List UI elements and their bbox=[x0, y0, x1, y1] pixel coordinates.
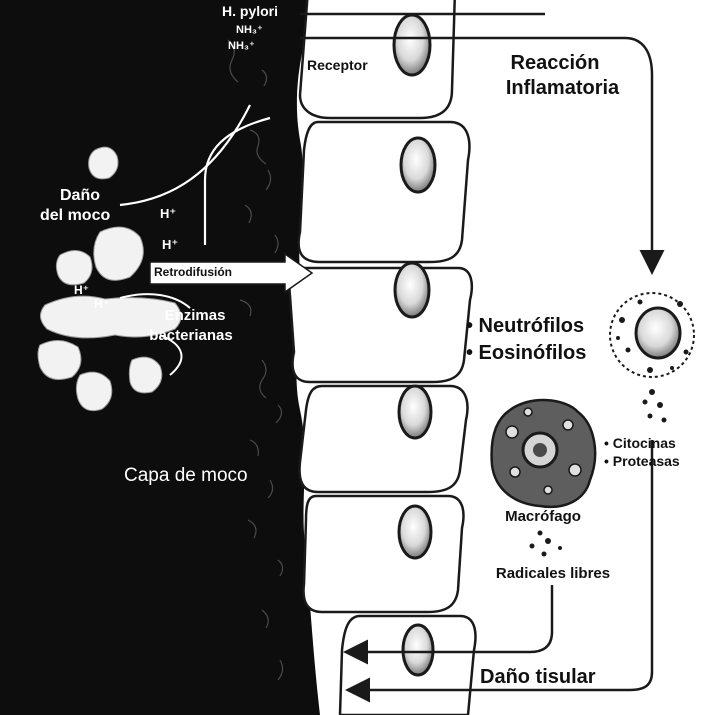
inflammation-label: Inflamatoria bbox=[475, 77, 650, 99]
radical-dots bbox=[530, 531, 563, 557]
proton-label: H⁺ bbox=[160, 207, 176, 221]
mucus-damage-label: Daño bbox=[60, 187, 100, 205]
free-radicals-label: Radicales libres bbox=[478, 566, 628, 583]
eosinophils-label: • Eosinófilos bbox=[466, 342, 586, 364]
tissue-damage-label: Daño tisular bbox=[480, 666, 596, 688]
mucus-layer-label: Capa de moco bbox=[124, 466, 248, 487]
mucus-damage-label: del moco bbox=[40, 207, 110, 225]
epithelial-cells bbox=[289, 0, 475, 715]
ammonia-label: NH₃⁺ bbox=[236, 24, 263, 36]
epithelial-cell-icon bbox=[304, 496, 464, 612]
back-diffusion-label: Retrodifusión bbox=[154, 266, 232, 279]
macrophage-icon bbox=[492, 400, 596, 507]
nucleus-icon bbox=[401, 138, 435, 192]
receptor-label: Receptor bbox=[307, 58, 368, 73]
mediator-dots bbox=[643, 389, 667, 423]
nucleus-icon bbox=[394, 15, 430, 75]
bacterium-icon bbox=[56, 250, 92, 284]
bacterium-icon bbox=[38, 340, 81, 379]
inflammation-label: Reacción bbox=[480, 52, 630, 74]
bacterial-enzymes-label: Enzimas bbox=[140, 308, 250, 325]
nucleus-icon bbox=[399, 506, 431, 558]
nucleus-icon bbox=[403, 625, 433, 675]
proteases-label: • Proteasas bbox=[604, 454, 680, 469]
bacterial-enzymes-label: bacterianas bbox=[136, 328, 246, 345]
neutrophils-label: • Neutrófilos bbox=[466, 315, 584, 337]
cytokines-label: • Citocinas bbox=[604, 436, 676, 451]
nucleus-icon bbox=[399, 386, 431, 438]
epithelial-cell-icon bbox=[299, 122, 470, 262]
proton-label: H⁺ bbox=[162, 238, 178, 252]
epithelial-cell-icon bbox=[289, 268, 471, 382]
epithelial-cell-icon bbox=[300, 386, 468, 492]
bacterium-icon bbox=[76, 372, 111, 411]
neutrophil-icon bbox=[610, 293, 694, 377]
macrophage-label: Macrófago bbox=[488, 509, 598, 526]
nucleus-icon bbox=[395, 263, 429, 317]
bacterium-label: H. pylori bbox=[222, 4, 278, 19]
proton-label: H⁺ bbox=[74, 284, 89, 297]
ammonia-label: NH₃⁺ bbox=[228, 40, 255, 52]
proton-label: H⁺ bbox=[94, 298, 109, 311]
bacterium-icon bbox=[129, 357, 161, 393]
bacterium-icon bbox=[89, 147, 118, 179]
